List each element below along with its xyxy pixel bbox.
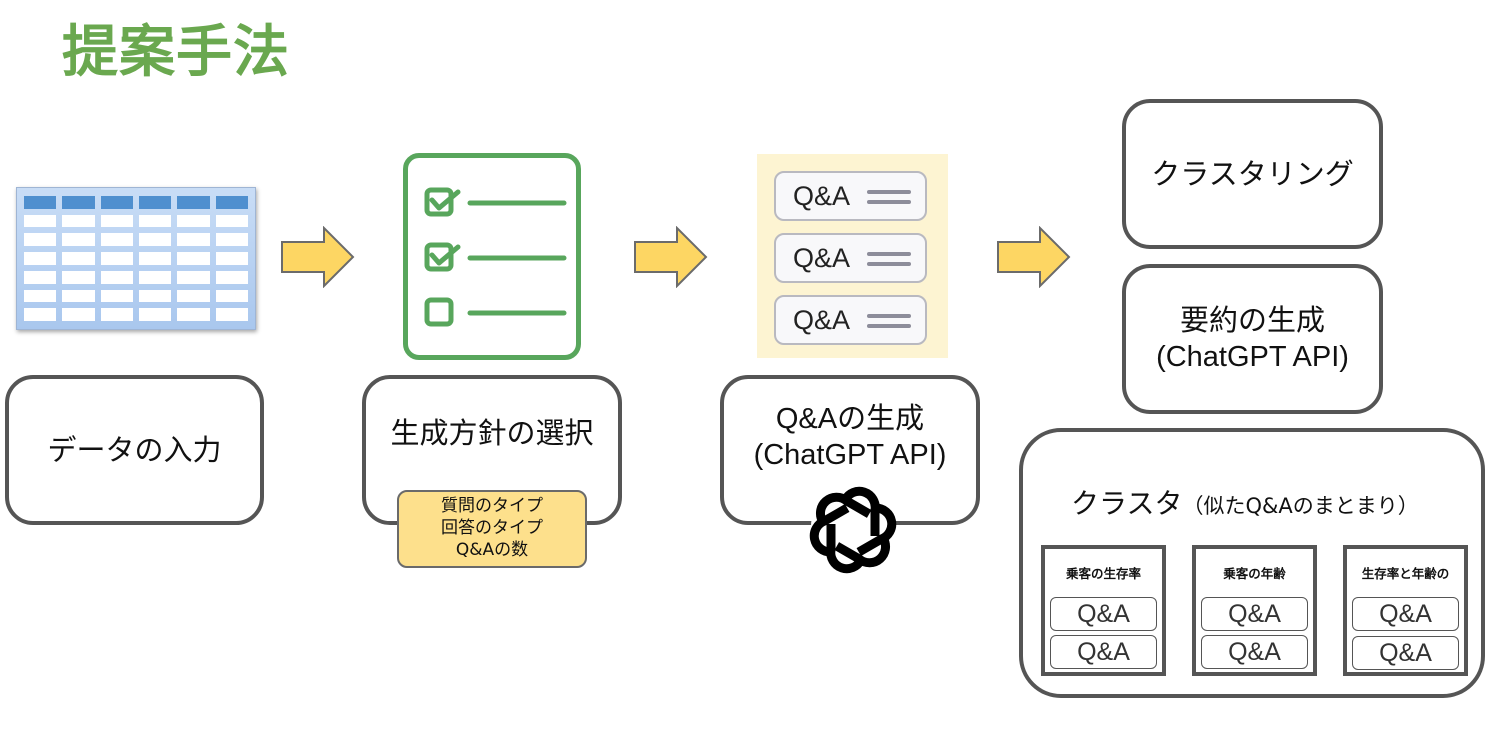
qa-cards-icon: Q&A Q&A Q&A bbox=[757, 154, 948, 358]
cluster-title: クラスタ（似たQ&Aのまとまり） bbox=[1071, 482, 1419, 522]
table-cell bbox=[62, 214, 95, 228]
cluster-qa-item: Q&A bbox=[1352, 636, 1459, 670]
table-cell bbox=[215, 289, 248, 303]
arrow-right-icon bbox=[997, 226, 1071, 288]
checklist-item-1 bbox=[424, 187, 567, 217]
table-cell bbox=[62, 252, 95, 265]
qa-card-label: Q&A bbox=[793, 242, 851, 273]
note-line-qa-count: Q&Aの数 bbox=[455, 540, 529, 560]
clustering-label: クラスタリング bbox=[1151, 157, 1354, 191]
text-lines-icon bbox=[867, 252, 911, 266]
cluster-qa-item: Q&A bbox=[1352, 597, 1459, 631]
note-line-answer-type: 回答のタイプ bbox=[441, 518, 543, 538]
cluster-title-main: クラスタ bbox=[1071, 487, 1183, 520]
step-policy-select-label: 生成方針の選択 bbox=[390, 416, 594, 450]
table-cell bbox=[62, 270, 95, 284]
table-cell bbox=[138, 308, 172, 321]
table-cell bbox=[138, 233, 172, 247]
table-cell bbox=[138, 252, 172, 265]
table-cell bbox=[62, 308, 95, 321]
table-cell bbox=[177, 233, 210, 247]
cluster-group: 乗客の年齢 Q&A Q&A bbox=[1192, 545, 1317, 676]
table-cell bbox=[24, 308, 57, 321]
cluster-qa-item: Q&A bbox=[1201, 635, 1308, 669]
page-title: 提案手法 bbox=[62, 20, 290, 85]
table-cell bbox=[177, 308, 210, 321]
qa-card-label: Q&A bbox=[793, 180, 851, 211]
table-cell bbox=[24, 214, 57, 228]
table-cell bbox=[100, 233, 133, 247]
qa-card: Q&A bbox=[774, 233, 927, 283]
summary-generation-box: 要約の生成 (ChatGPT API) bbox=[1122, 264, 1383, 414]
cluster-group-label: 生存率と年齢の bbox=[1361, 566, 1450, 581]
qa-card: Q&A bbox=[774, 295, 927, 345]
table-cell bbox=[24, 289, 57, 303]
table-cell bbox=[177, 270, 210, 284]
table-cell bbox=[100, 252, 133, 265]
summary-generation-label: 要約の生成 bbox=[1179, 305, 1325, 337]
table-cell bbox=[215, 214, 248, 228]
table-header-cell bbox=[62, 196, 95, 209]
table-cell bbox=[177, 252, 210, 265]
table-header-cell bbox=[215, 196, 248, 209]
table-cell bbox=[177, 289, 210, 303]
checklist-item-3 bbox=[424, 297, 567, 327]
table-cell bbox=[215, 270, 248, 284]
checklist-icon bbox=[403, 153, 581, 360]
table-cell bbox=[24, 270, 57, 284]
table-cell bbox=[100, 270, 133, 284]
table-header-cell bbox=[177, 196, 210, 209]
step-data-input-box: データの入力 bbox=[5, 375, 264, 525]
summary-generation-api: (ChatGPT API) bbox=[1156, 341, 1349, 373]
cluster-group-label: 乗客の年齢 bbox=[1223, 566, 1286, 581]
table-cell bbox=[62, 233, 95, 247]
cluster-title-sub: （似たQ&Aのまとまり） bbox=[1182, 494, 1419, 518]
text-lines-icon bbox=[867, 314, 911, 328]
cluster-qa-item: Q&A bbox=[1050, 635, 1157, 669]
text-lines-icon bbox=[867, 190, 911, 204]
cluster-qa-item: Q&A bbox=[1201, 597, 1308, 631]
table-header-cell bbox=[100, 196, 133, 209]
table-cell bbox=[215, 308, 248, 321]
table-cell bbox=[62, 289, 95, 303]
table-cell bbox=[100, 289, 133, 303]
step-data-input-label: データの入力 bbox=[47, 433, 222, 467]
cluster-group: 乗客の生存率 Q&A Q&A bbox=[1041, 545, 1166, 676]
table-icon bbox=[16, 187, 256, 330]
step-qa-generation-label: Q&Aの生成 bbox=[775, 403, 925, 435]
step-qa-generation-api: (ChatGPT API) bbox=[753, 439, 947, 471]
table-header-cell bbox=[24, 196, 57, 209]
clustering-box: クラスタリング bbox=[1122, 99, 1383, 249]
note-line-question-type: 質問のタイプ bbox=[441, 496, 543, 516]
qa-card-label: Q&A bbox=[793, 304, 851, 335]
table-cell bbox=[138, 214, 172, 228]
arrow-right-icon bbox=[281, 226, 355, 288]
table-cell bbox=[215, 252, 248, 265]
qa-card: Q&A bbox=[774, 171, 927, 221]
table-header-cell bbox=[138, 196, 172, 209]
cluster-qa-item: Q&A bbox=[1050, 597, 1157, 631]
table-cell bbox=[215, 233, 248, 247]
table-cell bbox=[177, 214, 210, 228]
table-cell bbox=[100, 308, 133, 321]
table-cell bbox=[138, 289, 172, 303]
table-cell bbox=[24, 233, 57, 247]
table-cell bbox=[24, 252, 57, 265]
cluster-group-label: 乗客の生存率 bbox=[1065, 566, 1141, 581]
checklist-item-2 bbox=[424, 242, 567, 272]
table-cell bbox=[138, 270, 172, 284]
policy-options-note: 質問のタイプ 回答のタイプ Q&Aの数 bbox=[397, 490, 587, 568]
cluster-group: 生存率と年齢の Q&A Q&A bbox=[1343, 545, 1468, 676]
table-cell bbox=[100, 214, 133, 228]
cluster-container: クラスタ（似たQ&Aのまとまり） 乗客の生存率 Q&A Q&A 乗客の年齢 Q&… bbox=[1019, 428, 1485, 698]
arrow-right-icon bbox=[634, 226, 708, 288]
openai-logo-icon bbox=[809, 486, 897, 574]
